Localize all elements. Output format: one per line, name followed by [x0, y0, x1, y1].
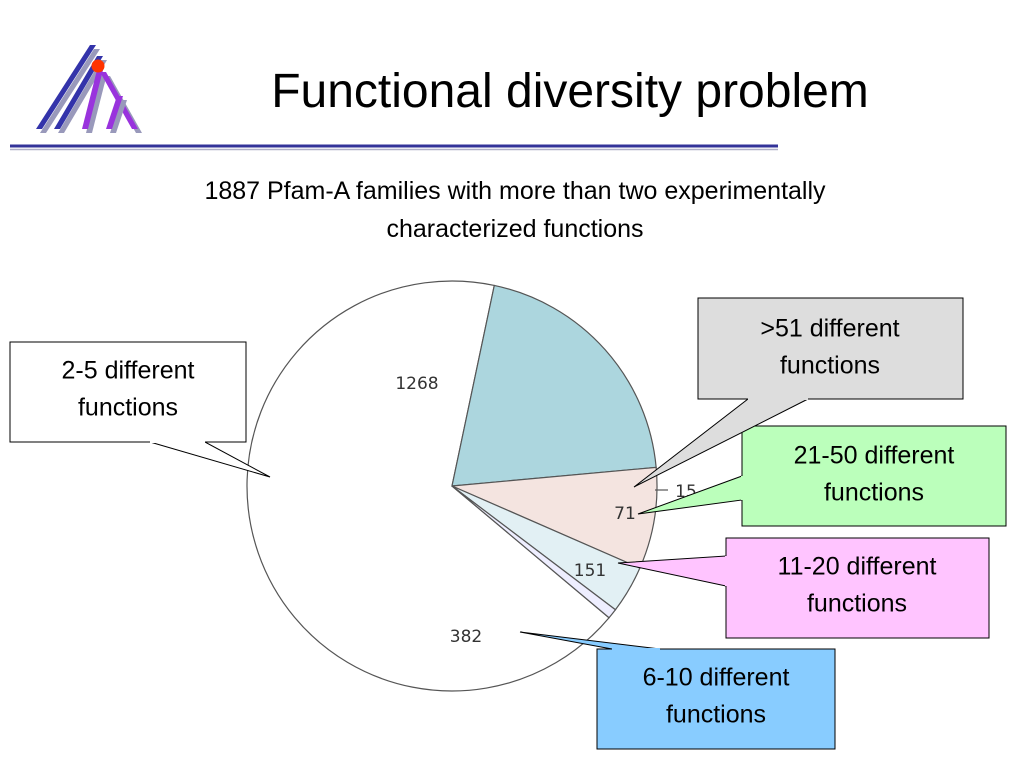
slice-value-label: 151 [574, 561, 606, 581]
callout-21-50: 21-50 different functions [637, 425, 1007, 527]
slice-6-10 [451, 284, 657, 487]
callout-text-line: 11-20 different [778, 553, 937, 581]
callout-2-5: 2-5 different functions [9, 341, 271, 478]
slice-value-label: 1268 [395, 374, 438, 394]
slice-2-5 [246, 280, 610, 692]
callout-text-line: >51 different [760, 315, 899, 343]
callout-text-line: functions [807, 590, 907, 618]
callout-51-plus: >51 different functions [633, 297, 964, 488]
callout-11-20: 11-20 different functions [617, 537, 990, 639]
subtitle-line-2: characterized functions [386, 215, 644, 243]
chart-subtitle: 1887 Pfam-A families with more than two … [40, 172, 990, 248]
callout-text-line: functions [666, 701, 766, 729]
callout-text-line: 21-50 different [794, 442, 955, 470]
callout-text-line: functions [824, 479, 924, 507]
callouts: 2-5 different functions 6-10 different func… [9, 297, 1007, 750]
slice-value-label: 382 [450, 627, 482, 647]
callout-text-line: functions [78, 394, 178, 422]
callout-text-line: 2-5 different [62, 357, 195, 385]
slice-51-plus [451, 485, 617, 619]
subtitle-line-1: 1887 Pfam-A families with more than two … [204, 177, 826, 205]
page-title: Functional diversity problem [271, 65, 869, 118]
callout-6-10: 6-10 different functions [519, 631, 836, 750]
slice-value-label: 71 [614, 504, 636, 524]
callout-text-line: 6-10 different [643, 664, 790, 692]
phylogenetic-tree-logo [36, 45, 142, 133]
logo-dot [91, 59, 105, 73]
callout-text-line: functions [780, 352, 880, 380]
